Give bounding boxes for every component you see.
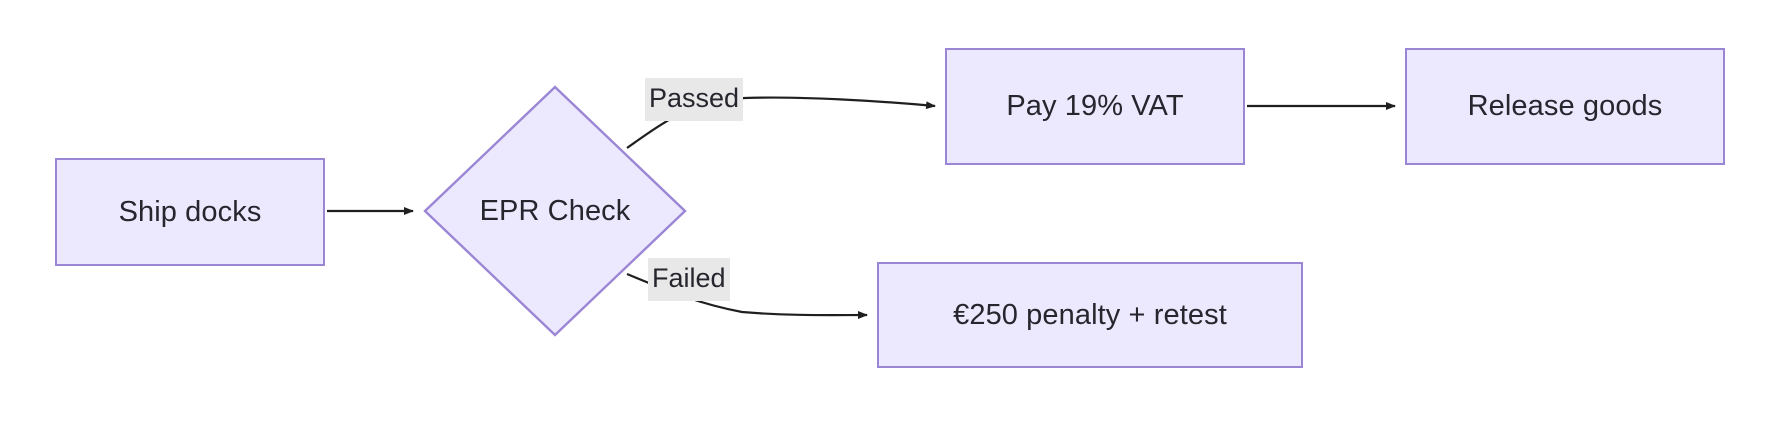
node-release-goods[interactable]: Release goods: [1405, 48, 1725, 165]
edge-label-passed: Passed: [645, 78, 744, 121]
node-penalty-retest-label: €250 penalty + retest: [953, 298, 1227, 331]
node-pay-vat-label: Pay 19% VAT: [1006, 90, 1184, 122]
node-epr-check[interactable]: EPR Check: [423, 85, 687, 337]
node-penalty-retest[interactable]: €250 penalty + retest: [877, 262, 1303, 368]
node-epr-check-label: EPR Check: [479, 194, 631, 227]
diamond-shape-icon: [423, 85, 687, 337]
edge-label-failed: Failed: [648, 258, 730, 301]
node-ship-docks[interactable]: Ship docks: [55, 158, 325, 266]
node-ship-docks-label: Ship docks: [118, 195, 262, 228]
node-release-goods-label: Release goods: [1467, 90, 1663, 122]
node-pay-vat[interactable]: Pay 19% VAT: [945, 48, 1245, 165]
